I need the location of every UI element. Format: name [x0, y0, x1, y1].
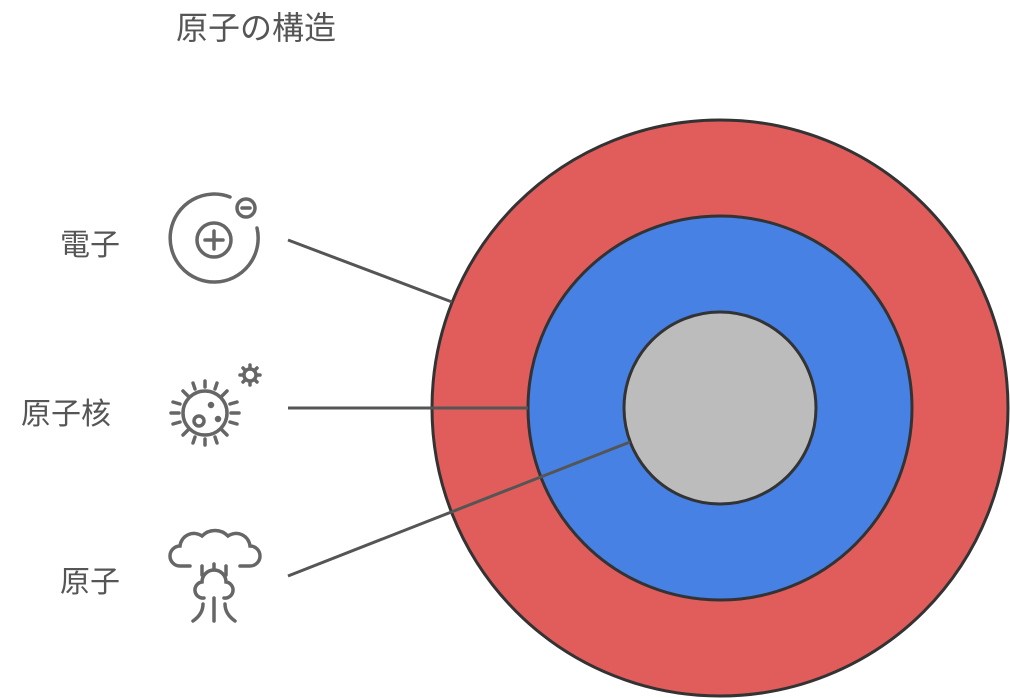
connector-atom — [287, 440, 631, 578]
electron-icon — [168, 192, 260, 284]
atom-cloud-icon — [168, 528, 262, 623]
connector-electron — [287, 238, 453, 304]
diagram-title: 原子の構造 — [176, 9, 337, 47]
nucleus-icon — [169, 363, 262, 447]
label-electron: 電子 — [60, 228, 120, 263]
inner-core — [622, 310, 818, 506]
label-atom: 原子 — [60, 565, 120, 600]
label-nucleus: 原子核 — [21, 397, 111, 432]
